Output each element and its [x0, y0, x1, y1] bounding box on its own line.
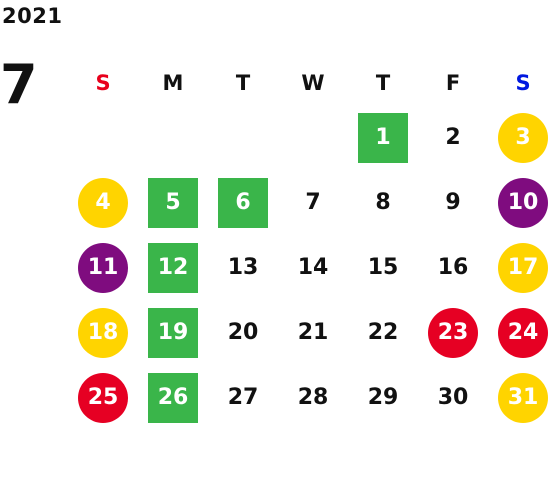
- day-number-red-marked[interactable]: 23: [428, 307, 478, 358]
- day-cell: [68, 105, 138, 170]
- day-cell[interactable]: 20: [208, 300, 278, 365]
- weekday-label-saturday: S: [515, 70, 531, 95]
- weekday-cell-friday: F: [418, 60, 488, 105]
- weekday-cell-monday: M: [138, 60, 208, 105]
- day-cell[interactable]: 22: [348, 300, 418, 365]
- day-number-green-marked[interactable]: 5: [148, 177, 198, 228]
- day-cell[interactable]: 30: [418, 365, 488, 430]
- day-number-green-marked[interactable]: 1: [358, 112, 408, 163]
- week-row: 25 26 27 28 29 30 31: [68, 365, 548, 430]
- day-cell[interactable]: 3: [488, 105, 548, 170]
- day-cell[interactable]: 25: [68, 365, 138, 430]
- day-cell: [208, 105, 278, 170]
- day-cell[interactable]: 14: [278, 235, 348, 300]
- weekday-cell-saturday: S: [488, 60, 548, 105]
- day-cell[interactable]: 21: [278, 300, 348, 365]
- weekday-label-sunday: S: [95, 70, 111, 95]
- day-number[interactable]: 21: [297, 320, 329, 345]
- day-cell[interactable]: 4: [68, 170, 138, 235]
- weekday-label-thursday: T: [375, 70, 391, 95]
- day-cell[interactable]: 7: [278, 170, 348, 235]
- day-number[interactable]: 28: [297, 385, 329, 410]
- day-cell[interactable]: 9: [418, 170, 488, 235]
- day-cell[interactable]: 13: [208, 235, 278, 300]
- day-cell[interactable]: 5: [138, 170, 208, 235]
- day-number[interactable]: 29: [367, 385, 399, 410]
- day-number-red-marked[interactable]: 24: [498, 307, 548, 358]
- day-cell[interactable]: 1: [348, 105, 418, 170]
- day-number[interactable]: 9: [445, 190, 461, 215]
- day-cell: [138, 105, 208, 170]
- day-number[interactable]: 27: [227, 385, 259, 410]
- day-number-yellow-marked[interactable]: 3: [498, 112, 548, 163]
- day-number-green-marked[interactable]: 12: [148, 242, 198, 293]
- weekday-cell-wednesday: W: [278, 60, 348, 105]
- day-cell[interactable]: 10: [488, 170, 548, 235]
- day-number-green-marked[interactable]: 6: [218, 177, 268, 228]
- year-label: 2021: [2, 4, 63, 28]
- day-number[interactable]: 30: [437, 385, 469, 410]
- day-number[interactable]: 15: [367, 255, 399, 280]
- day-cell[interactable]: 15: [348, 235, 418, 300]
- day-cell[interactable]: 31: [488, 365, 548, 430]
- day-number-yellow-marked[interactable]: 4: [78, 177, 128, 228]
- day-cell[interactable]: 26: [138, 365, 208, 430]
- weekday-label-wednesday: W: [301, 70, 325, 95]
- weekday-cell-sunday: S: [68, 60, 138, 105]
- day-number[interactable]: 14: [297, 255, 329, 280]
- month-number: 7: [0, 53, 38, 116]
- day-number[interactable]: 13: [227, 255, 259, 280]
- day-cell: [278, 105, 348, 170]
- day-number-green-marked[interactable]: 19: [148, 307, 198, 358]
- day-cell[interactable]: 17: [488, 235, 548, 300]
- weekday-cell-tuesday: T: [208, 60, 278, 105]
- day-cell[interactable]: 19: [138, 300, 208, 365]
- day-number-yellow-marked[interactable]: 17: [498, 242, 548, 293]
- weekday-label-friday: F: [445, 70, 461, 95]
- day-cell[interactable]: 2: [418, 105, 488, 170]
- weekday-label-tuesday: T: [235, 70, 251, 95]
- day-cell[interactable]: 6: [208, 170, 278, 235]
- day-number-purple-marked[interactable]: 10: [498, 177, 548, 228]
- week-row: 1 2 3: [68, 105, 548, 170]
- day-cell[interactable]: 11: [68, 235, 138, 300]
- day-cell[interactable]: 23: [418, 300, 488, 365]
- day-number[interactable]: 16: [437, 255, 469, 280]
- week-row: 18 19 20 21 22 23 24: [68, 300, 548, 365]
- weekday-label-monday: M: [162, 70, 184, 95]
- day-number-purple-marked[interactable]: 11: [78, 242, 128, 293]
- day-number[interactable]: 20: [227, 320, 259, 345]
- day-cell[interactable]: 29: [348, 365, 418, 430]
- day-number-green-marked[interactable]: 26: [148, 372, 198, 423]
- weekday-cell-thursday: T: [348, 60, 418, 105]
- day-cell[interactable]: 28: [278, 365, 348, 430]
- day-number[interactable]: 8: [375, 190, 391, 215]
- day-cell[interactable]: 12: [138, 235, 208, 300]
- day-number-yellow-marked[interactable]: 18: [78, 307, 128, 358]
- day-cell[interactable]: 16: [418, 235, 488, 300]
- day-cell[interactable]: 27: [208, 365, 278, 430]
- day-cell[interactable]: 24: [488, 300, 548, 365]
- day-cell[interactable]: 18: [68, 300, 138, 365]
- day-number[interactable]: 2: [445, 125, 461, 150]
- day-number-red-marked[interactable]: 25: [78, 372, 128, 423]
- day-cell[interactable]: 8: [348, 170, 418, 235]
- day-number[interactable]: 22: [367, 320, 399, 345]
- day-number[interactable]: 7: [305, 190, 321, 215]
- week-row: 11 12 13 14 15 16 17: [68, 235, 548, 300]
- day-number-yellow-marked[interactable]: 31: [498, 372, 548, 423]
